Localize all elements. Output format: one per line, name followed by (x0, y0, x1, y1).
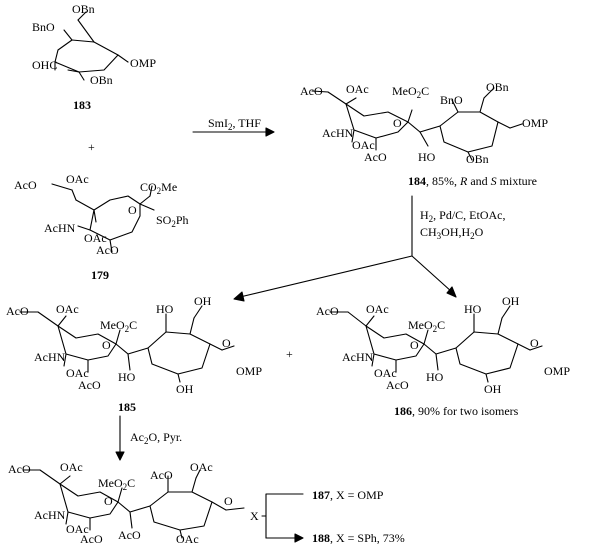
label-o-ring-185b: O (222, 336, 231, 350)
label-o-ring-187: O (104, 494, 113, 508)
label-oac-187d: OAc (176, 532, 199, 546)
label-bno-183: BnO (32, 20, 55, 34)
label-achn-179: AcHN (44, 221, 76, 235)
plus-sign-1: + (88, 140, 95, 154)
label-ho-184: HO (418, 150, 436, 164)
label-oac-186b: OAc (374, 366, 397, 380)
label-bno-184: BnO (440, 93, 463, 107)
compound-number-185: 185 (118, 400, 136, 414)
label-obn-183b: OBn (90, 73, 113, 87)
reagent-step2-line2: CH3OH,H2O (420, 225, 484, 241)
arrow-step2 (233, 195, 457, 302)
structure-183 (54, 11, 129, 81)
label-o-ring-186: O (410, 338, 419, 352)
label-x: X (250, 509, 259, 523)
structure-186 (329, 305, 543, 383)
label-aco-187: AcO (8, 462, 31, 476)
structure-179 (51, 183, 155, 253)
label-aco-186: AcO (316, 304, 339, 318)
label-achn-187: AcHN (34, 508, 66, 522)
label-omp-185: OMP (236, 364, 263, 378)
label-o-ring-186b: O (530, 336, 539, 350)
label-co2me-179: CO2Me (140, 180, 178, 196)
structure-187-188 (23, 469, 245, 539)
label-meo2c-186: MeO2C (408, 318, 446, 334)
label-o-ring-187b: O (224, 494, 233, 508)
label-aco-187b: AcO (150, 468, 173, 482)
label-obn-184a: OBn (486, 80, 509, 94)
label-oh-185b: OH (176, 382, 194, 396)
arrow-step3 (115, 415, 125, 461)
compound-number-179: 179 (91, 268, 109, 282)
label-aco-184: AcO (300, 84, 323, 98)
label-aco-184b: AcO (364, 150, 387, 164)
label-omp-186: OMP (544, 364, 571, 378)
label-aco-186b: AcO (386, 378, 409, 392)
label-omp-184: OMP (522, 116, 549, 130)
label-so2ph-179: SO2Ph (156, 213, 189, 229)
label-meo2c-184: MeO2C (392, 84, 430, 100)
compound-number-183: 183 (73, 98, 91, 112)
label-omp-183: OMP (130, 56, 157, 70)
label-ho-185a: HO (156, 302, 174, 316)
arrow-step1 (192, 127, 275, 137)
caption-184: 184, 85%, R and S mixture (408, 174, 537, 188)
label-oac-185b: OAc (66, 366, 89, 380)
label-oac-187a: OAc (60, 460, 83, 474)
reagent-step1: SmI2, THF (208, 116, 261, 132)
label-ho-186a: HO (464, 302, 482, 316)
caption-188: 188, X = SPh, 73% (312, 531, 405, 545)
label-aco-185: AcO (6, 304, 29, 318)
label-achn-186: AcHN (342, 350, 374, 364)
label-aco-187d: AcO (118, 528, 141, 542)
label-ho-186b: HO (426, 370, 444, 384)
label-oac-184a: OAc (346, 82, 369, 96)
label-aco-179b: AcO (96, 243, 119, 257)
label-oac-186a: OAc (366, 302, 389, 316)
plus-sign-2: + (286, 347, 293, 361)
label-ohc-183: OHC (32, 58, 58, 72)
label-meo2c-185: MeO2C (100, 318, 138, 334)
caption-187: 187, X = OMP (312, 488, 384, 502)
label-oh-185a: OH (194, 294, 212, 308)
structure-184 (311, 87, 523, 161)
label-aco-179: AcO (14, 178, 37, 192)
caption-186: 186, 90% for two isomers (394, 404, 519, 418)
arrow-branch-187-188 (261, 493, 304, 543)
label-obn-183a: OBn (72, 2, 95, 16)
label-aco-187c: AcO (80, 532, 103, 546)
label-oac-179a: OAc (66, 172, 89, 186)
label-oac-185a: OAc (56, 302, 79, 316)
reagent-step3: Ac2O, Pyr. (130, 430, 183, 446)
label-o-ring-184: O (393, 116, 402, 130)
label-oac-187c: OAc (66, 522, 89, 536)
label-oh-186a: OH (502, 294, 520, 308)
label-oh-186b: OH (484, 382, 502, 396)
label-ho-185b: HO (118, 370, 136, 384)
label-o-ring-179: O (128, 203, 137, 217)
structure-185 (19, 305, 235, 383)
label-obn-184b: OBn (466, 152, 489, 166)
label-o-ring-185: O (102, 338, 111, 352)
reagent-step2-line1: H2, Pd/C, EtOAc, (420, 208, 506, 224)
label-achn-184: AcHN (322, 126, 354, 140)
label-oac-179b: OAc (84, 231, 107, 245)
label-meo2c-187: MeO2C (98, 476, 136, 492)
label-oac-187b: OAc (190, 460, 213, 474)
label-oac-184b: OAc (352, 138, 375, 152)
label-aco-185b: AcO (78, 378, 101, 392)
label-achn-185: AcHN (34, 350, 66, 364)
